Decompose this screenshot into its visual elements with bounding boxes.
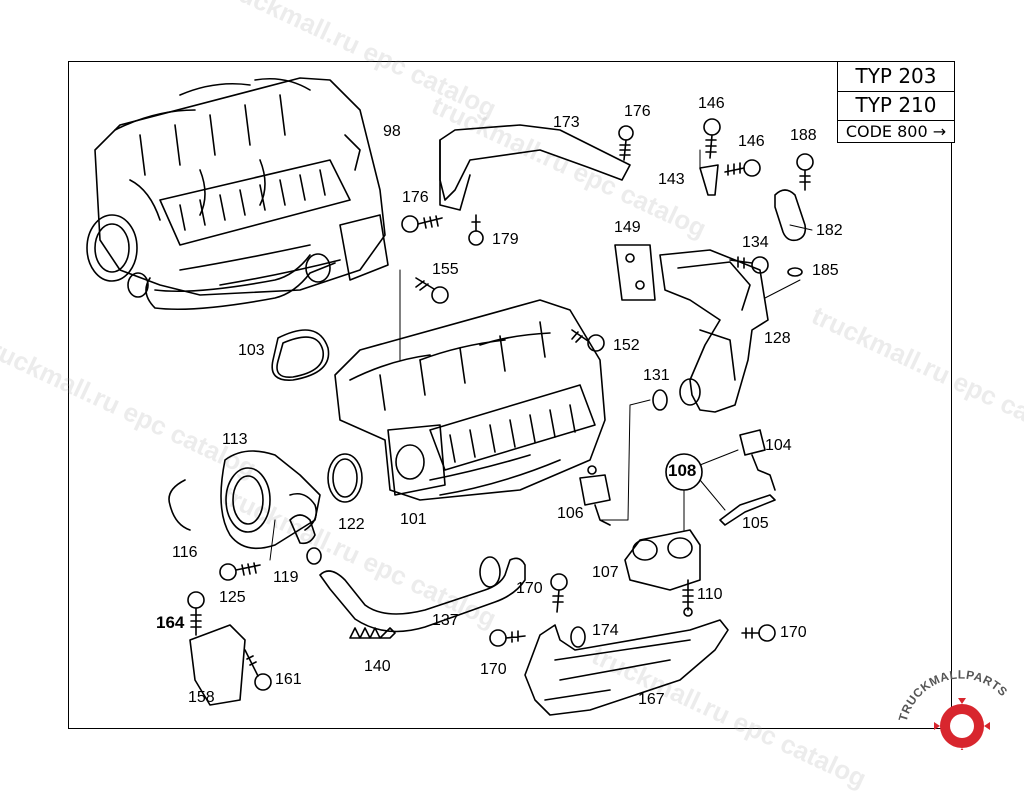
label-170-right[interactable]: 170 [780,624,807,641]
lower-manifold-101[interactable] [334,299,606,501]
label-101[interactable]: 101 [400,511,427,528]
hose-182[interactable] [774,189,807,242]
bolt-146b[interactable] [724,159,761,177]
label-155[interactable]: 155 [432,261,459,278]
bracket-158[interactable] [189,624,246,706]
label-108[interactable]: 108 [668,461,697,480]
label-167[interactable]: 167 [638,691,665,708]
label-158[interactable]: 158 [188,689,215,706]
pipe-128[interactable] [659,249,769,413]
label-161[interactable]: 161 [275,671,302,688]
bracket-104[interactable] [739,429,776,491]
label-137[interactable]: 137 [432,612,459,629]
oring-131[interactable] [652,389,668,411]
label-170-mid[interactable]: 170 [516,580,543,597]
bolt-146a[interactable] [703,118,721,159]
bolt-170b[interactable] [489,629,526,647]
bolt-188[interactable] [796,153,814,191]
line-drawing [86,77,814,716]
label-119[interactable]: 119 [273,569,299,586]
bolt-110[interactable] [682,579,694,617]
label-176-top[interactable]: 176 [624,103,651,120]
label-188[interactable]: 188 [790,127,817,144]
hose-137[interactable] [319,557,526,633]
label-185[interactable]: 185 [812,262,839,279]
label-179[interactable]: 179 [492,231,519,248]
bolt-176b[interactable] [401,215,443,233]
rod-105[interactable] [719,494,776,526]
washer-174[interactable] [570,626,586,648]
type-label-210: TYP 210 [838,93,954,121]
bolt-152[interactable] [571,329,605,352]
throttle-port-98 [86,214,138,282]
bolt-155[interactable] [415,277,449,304]
connector-119[interactable] [289,514,316,545]
flange-101 [387,424,446,496]
oring-122[interactable] [327,453,363,503]
bolt-125[interactable] [219,562,261,581]
label-134[interactable]: 134 [742,234,769,251]
valve-107[interactable] [624,529,701,591]
label-116[interactable]: 116 [172,544,198,561]
label-110[interactable]: 110 [697,586,723,603]
bolt-161[interactable] [244,649,272,691]
throttle-housing-113[interactable] [220,450,321,550]
label-182[interactable]: 182 [816,222,843,239]
support-bracket-167[interactable] [524,619,729,716]
gasket-103[interactable] [271,329,330,381]
label-106[interactable]: 106 [557,505,584,522]
label-152[interactable]: 152 [613,337,640,354]
clip-143[interactable] [699,164,719,196]
label-128[interactable]: 128 [764,330,791,347]
bolt-176a[interactable] [618,125,634,161]
type-label-203: TYP 203 [838,64,954,92]
truckmallparts-logo: TRUCKMALLPARTS [896,667,1010,750]
code-label: CODE 800 → [845,122,947,141]
label-149[interactable]: 149 [614,219,641,236]
type-info-box: TYP 203 TYP 210 CODE 800 → [837,61,955,143]
label-122[interactable]: 122 [338,516,365,533]
bolt-179[interactable] [468,214,484,246]
bolt-170a[interactable] [550,573,568,613]
label-176-left[interactable]: 176 [402,189,429,206]
bolt-164[interactable] [187,591,205,636]
bracket-173[interactable] [439,124,631,201]
ring-116[interactable] [168,479,191,531]
label-125[interactable]: 125 [219,589,246,606]
label-170-bottom[interactable]: 170 [480,661,507,678]
bolt-170c[interactable] [741,624,776,642]
label-174[interactable]: 174 [592,622,619,639]
label-131[interactable]: 131 [643,367,670,384]
label-164[interactable]: 164 [156,613,185,632]
label-173[interactable]: 173 [553,114,580,131]
label-113[interactable]: 113 [222,431,248,448]
label-98[interactable]: 98 [383,123,401,140]
actuator-106[interactable] [579,465,611,526]
label-146-right[interactable]: 146 [738,133,765,150]
hose-98 [145,262,336,311]
seal-185[interactable] [787,267,803,277]
label-107[interactable]: 107 [592,564,619,581]
label-146-top[interactable]: 146 [698,95,725,112]
upper-manifold-98[interactable] [94,77,389,296]
label-103[interactable]: 103 [238,342,265,359]
diagram-frame [68,61,952,729]
gasket-149[interactable] [614,244,656,301]
label-143[interactable]: 143 [658,171,685,188]
label-104[interactable]: 104 [765,437,792,454]
spring-140[interactable] [349,627,396,639]
label-140[interactable]: 140 [364,658,391,675]
label-105[interactable]: 105 [742,515,769,532]
